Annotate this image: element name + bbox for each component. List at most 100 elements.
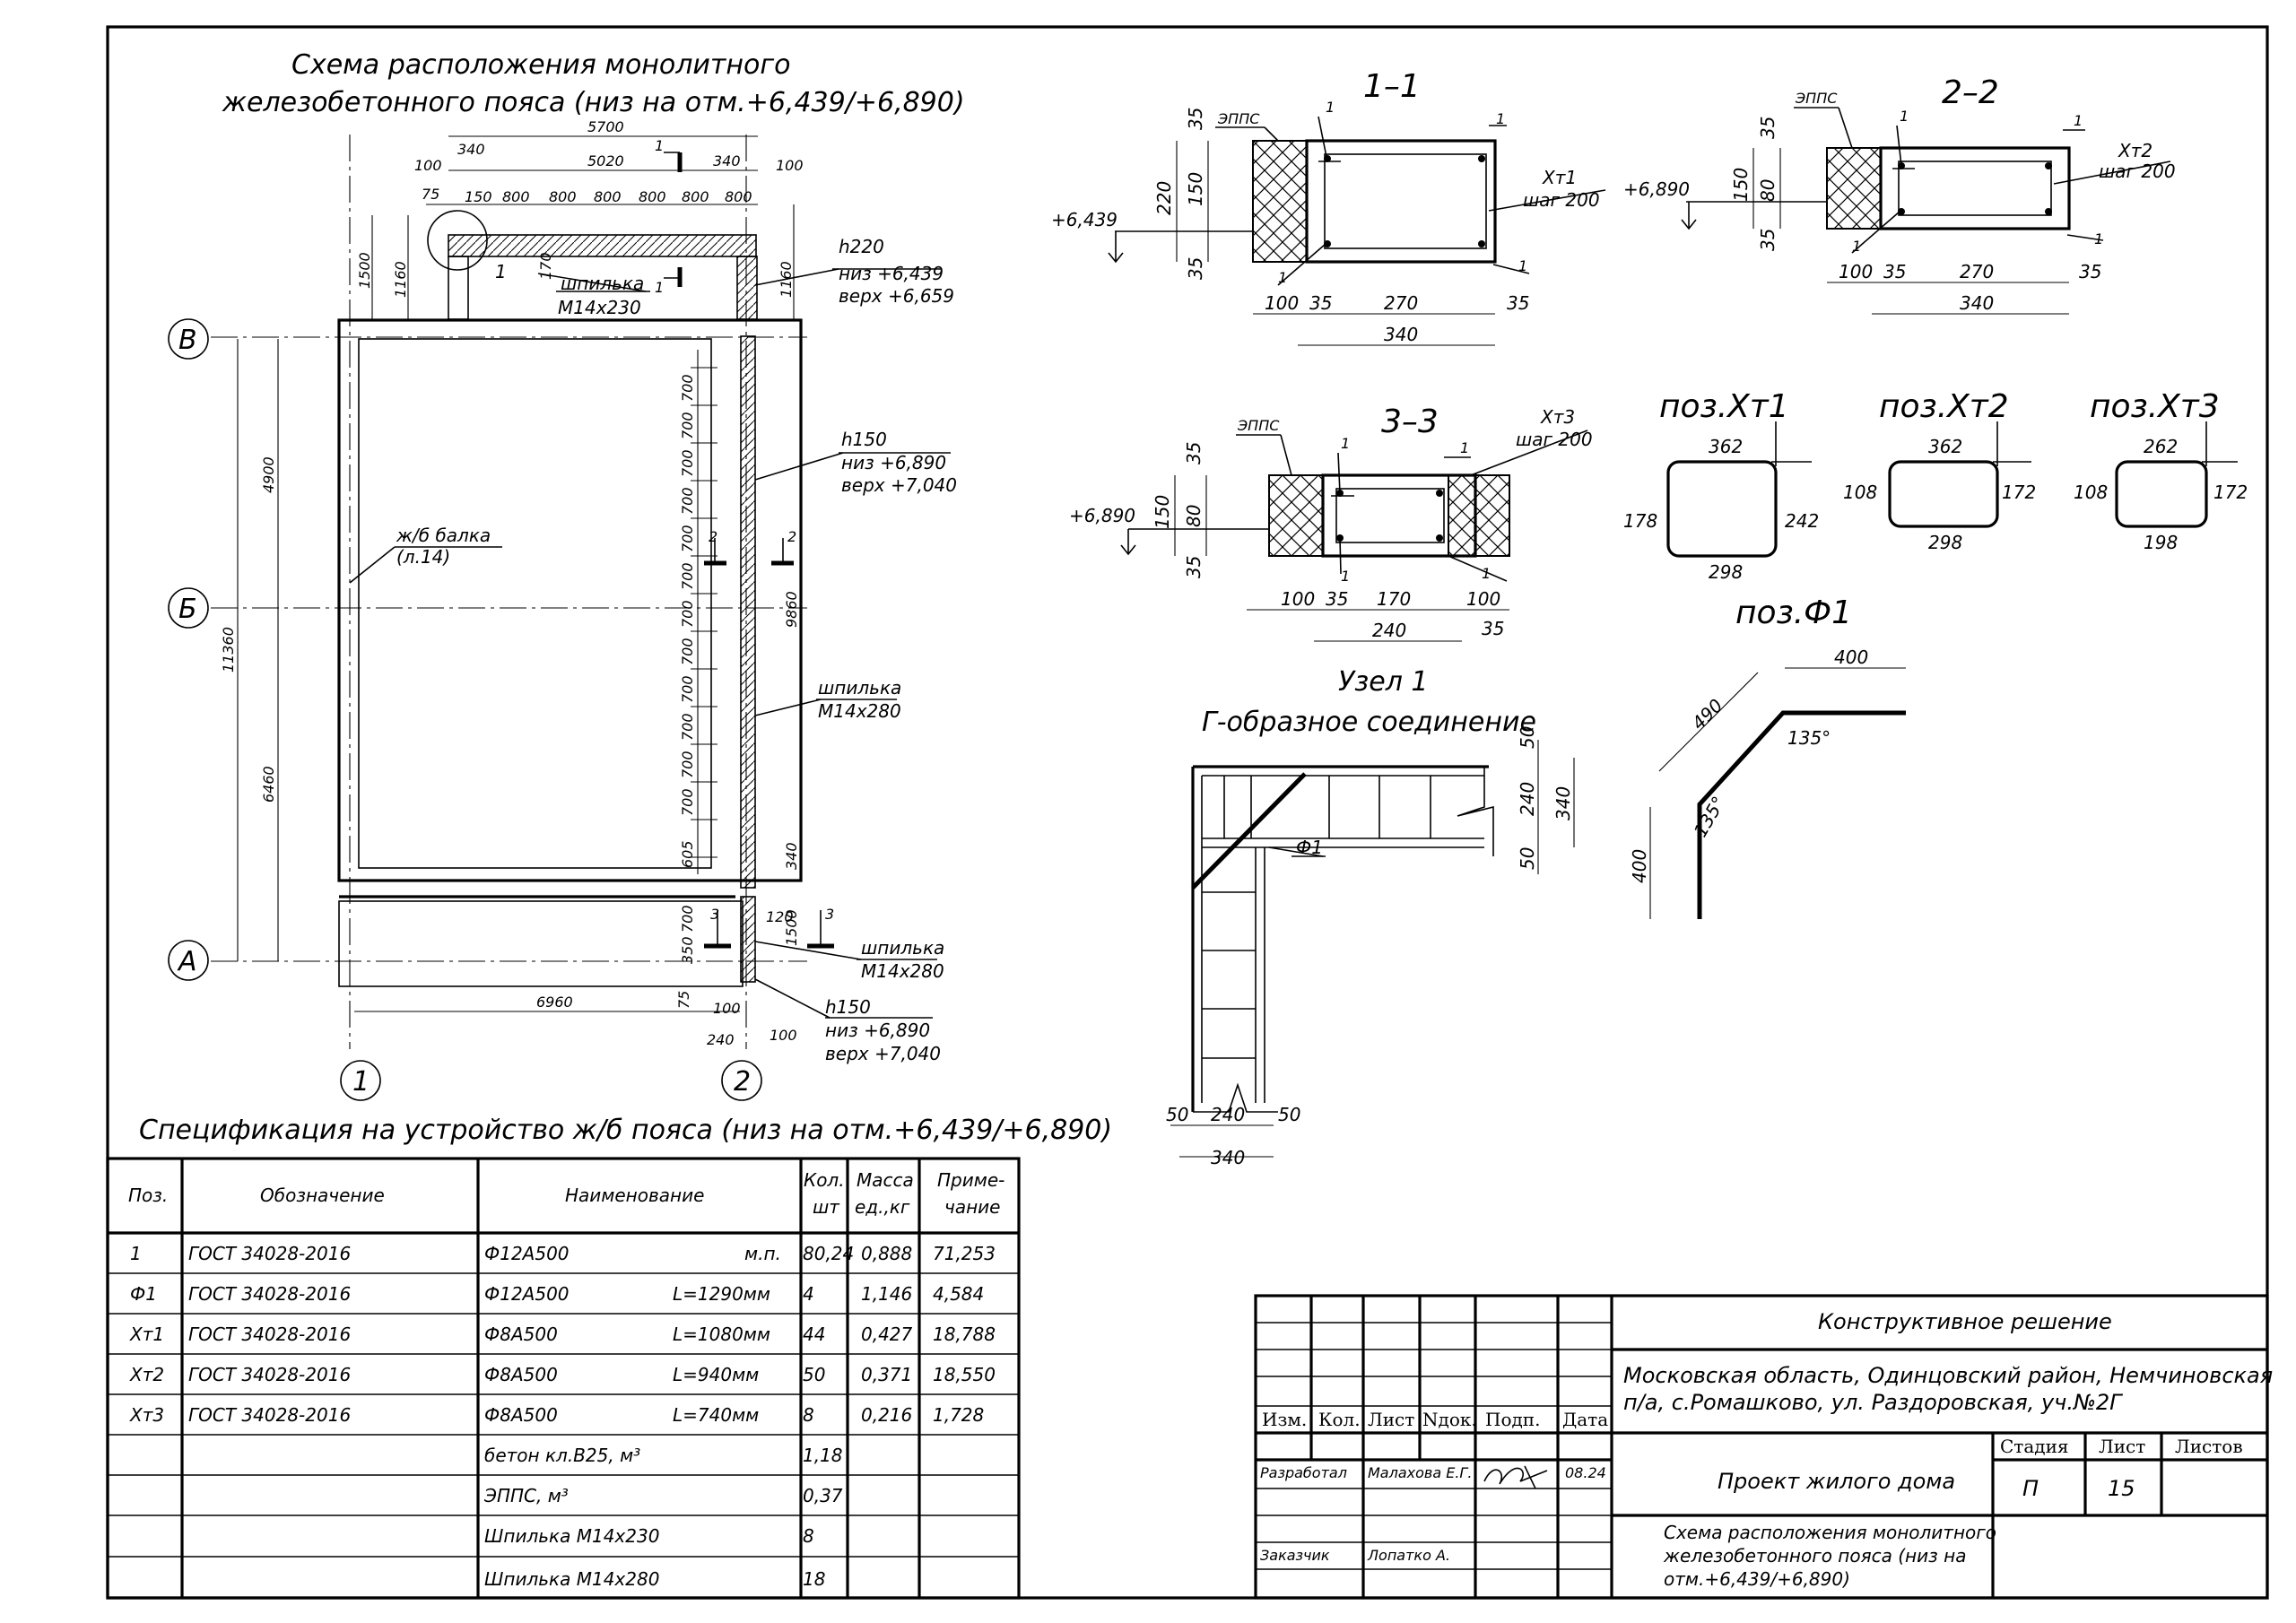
spec-cell-name: Ф8А500: [484, 1364, 558, 1385]
tb-h-podp: Подп.: [1485, 1409, 1540, 1430]
spec-cell-len: L=1080мм: [673, 1324, 770, 1345]
svg-text:340: 340: [1384, 324, 1418, 345]
note-h150-a: h150: [841, 429, 887, 450]
svg-text:1: 1: [1278, 269, 1287, 286]
spec-h-note1: Приме-: [937, 1169, 1004, 1191]
svg-text:800: 800: [725, 188, 752, 205]
section-2-2: 2–2 ЭППС +6,890 Хт2 шаг 200 1 1 1 1 35 1…: [1623, 74, 2176, 315]
svg-text:700: 700: [679, 788, 696, 816]
svg-text:1: 1: [1341, 435, 1350, 452]
spec-cell-len: L=1290мм: [673, 1283, 770, 1305]
dim-100-r: 100: [776, 157, 804, 174]
svg-text:700: 700: [679, 562, 696, 590]
svg-text:3: 3: [710, 906, 719, 923]
svg-text:700: 700: [679, 905, 696, 933]
spec-cell-note: 18,550: [933, 1364, 996, 1385]
spec-cell-pos: Ф1: [130, 1283, 157, 1305]
spec-cell-len: м.п.: [744, 1243, 781, 1264]
section-3-3-xt: Хт3: [1540, 406, 1575, 428]
cut-marker-2: 2 2: [704, 528, 796, 566]
svg-text:262: 262: [2144, 436, 2178, 457]
spec-cell-desig: ГОСТ 34028-2016: [188, 1324, 351, 1345]
tb-cust-name: Лопатко А.: [1367, 1547, 1450, 1564]
section-2-2-level: +6,890: [1623, 178, 1690, 200]
svg-text:700: 700: [679, 638, 696, 665]
right-belt: [740, 335, 756, 889]
svg-text:700: 700: [679, 751, 696, 778]
svg-text:108: 108: [2074, 482, 2108, 503]
tb-h-ndok: Nдок.: [1422, 1409, 1477, 1430]
svg-text:35: 35: [1309, 292, 1332, 314]
svg-text:А: А: [177, 946, 197, 977]
svg-text:242: 242: [1785, 510, 1819, 532]
svg-text:35: 35: [1183, 556, 1205, 578]
svg-text:1: 1: [1852, 238, 1861, 255]
tb-drawing-3: отм.+6,439/+6,890): [1664, 1568, 1850, 1590]
dim-6460: 6460: [260, 766, 277, 803]
section-1-1-title: 1–1: [1363, 68, 1421, 105]
dim-150: 150: [465, 188, 492, 205]
axis-bubble-1: 1: [340, 1060, 381, 1101]
dim-100-b2: 100: [770, 1027, 797, 1044]
spec-cell-mass: 0,216: [861, 1404, 912, 1426]
spec-h-qty2: шт: [813, 1196, 840, 1218]
node-callout-circle: [427, 210, 488, 271]
svg-text:1: 1: [1518, 257, 1527, 274]
dim-6960: 6960: [536, 994, 573, 1011]
section-3-3-level: +6,890: [1069, 505, 1135, 526]
svg-text:1: 1: [655, 137, 664, 154]
axis-bubble-B: Б: [168, 587, 209, 629]
spec-cell-qty: 44: [803, 1324, 825, 1345]
axis-bubble-V: В: [168, 318, 209, 360]
svg-text:35: 35: [1757, 117, 1779, 139]
svg-text:35: 35: [2079, 261, 2101, 282]
svg-text:220: 220: [1153, 181, 1175, 215]
cut-marker-3: 3 3: [704, 906, 834, 949]
svg-text:1: 1: [1482, 565, 1491, 582]
node-f1-label: Ф1: [1296, 837, 1323, 858]
tb-stage-h: Стадия: [2000, 1436, 2069, 1457]
section-2-2-xt: Хт2: [2118, 140, 2152, 161]
svg-text:35: 35: [1757, 229, 1779, 251]
svg-text:150: 150: [1185, 172, 1206, 206]
tb-address-1: Московская область, Одинцовский район, Н…: [1623, 1363, 2273, 1388]
svg-text:178: 178: [1623, 510, 1657, 532]
tb-h-izm: Изм.: [1262, 1409, 1307, 1430]
svg-text:35: 35: [1507, 292, 1529, 314]
tb-sheet-h: Лист: [2099, 1436, 2145, 1457]
tb-section: Конструктивное решение: [1818, 1309, 2112, 1334]
note-h220-low: низ +6,439: [839, 263, 944, 284]
dim-4900: 4900: [260, 456, 277, 493]
svg-text:50: 50: [1278, 1104, 1300, 1125]
svg-text:80: 80: [1183, 505, 1205, 527]
note-stud-1: шпилька: [561, 273, 644, 294]
spec-cell-name: ЭППС, м³: [483, 1485, 569, 1506]
spec-table: Спецификация на устройство ж/б пояса (ни…: [106, 1115, 1112, 1600]
tb-drawing-2: железобетонного пояса (низ на: [1663, 1545, 1966, 1567]
svg-text:3: 3: [825, 906, 834, 923]
title-block: Изм. Кол. Лист Nдок. Подп. Дата Разработ…: [1254, 1294, 2273, 1600]
axis-bubble-2: 2: [721, 1060, 762, 1101]
svg-text:800: 800: [549, 188, 577, 205]
dim-9860: 9860: [783, 591, 800, 628]
tb-h-kol: Кол.: [1318, 1409, 1361, 1430]
section-3-3-epps: ЭППС: [1237, 417, 1280, 434]
svg-text:700: 700: [679, 449, 696, 477]
tb-h-list: Лист: [1368, 1409, 1414, 1430]
spec-h-name: Наименование: [565, 1185, 704, 1206]
svg-text:270: 270: [1960, 261, 1994, 282]
spec-cell-name: Ф12А500: [484, 1283, 570, 1305]
svg-text:1: 1: [1900, 108, 1909, 125]
lower-right-belt: [740, 896, 756, 983]
wall-outer: [337, 318, 803, 882]
svg-text:240: 240: [1372, 620, 1406, 641]
svg-text:1: 1: [1496, 110, 1505, 127]
svg-text:170: 170: [1377, 588, 1411, 610]
spec-cell-note: 1,728: [933, 1404, 984, 1426]
note-stud-3: шпилька: [861, 937, 944, 959]
tb-sheets-h: Листов: [2175, 1436, 2243, 1457]
